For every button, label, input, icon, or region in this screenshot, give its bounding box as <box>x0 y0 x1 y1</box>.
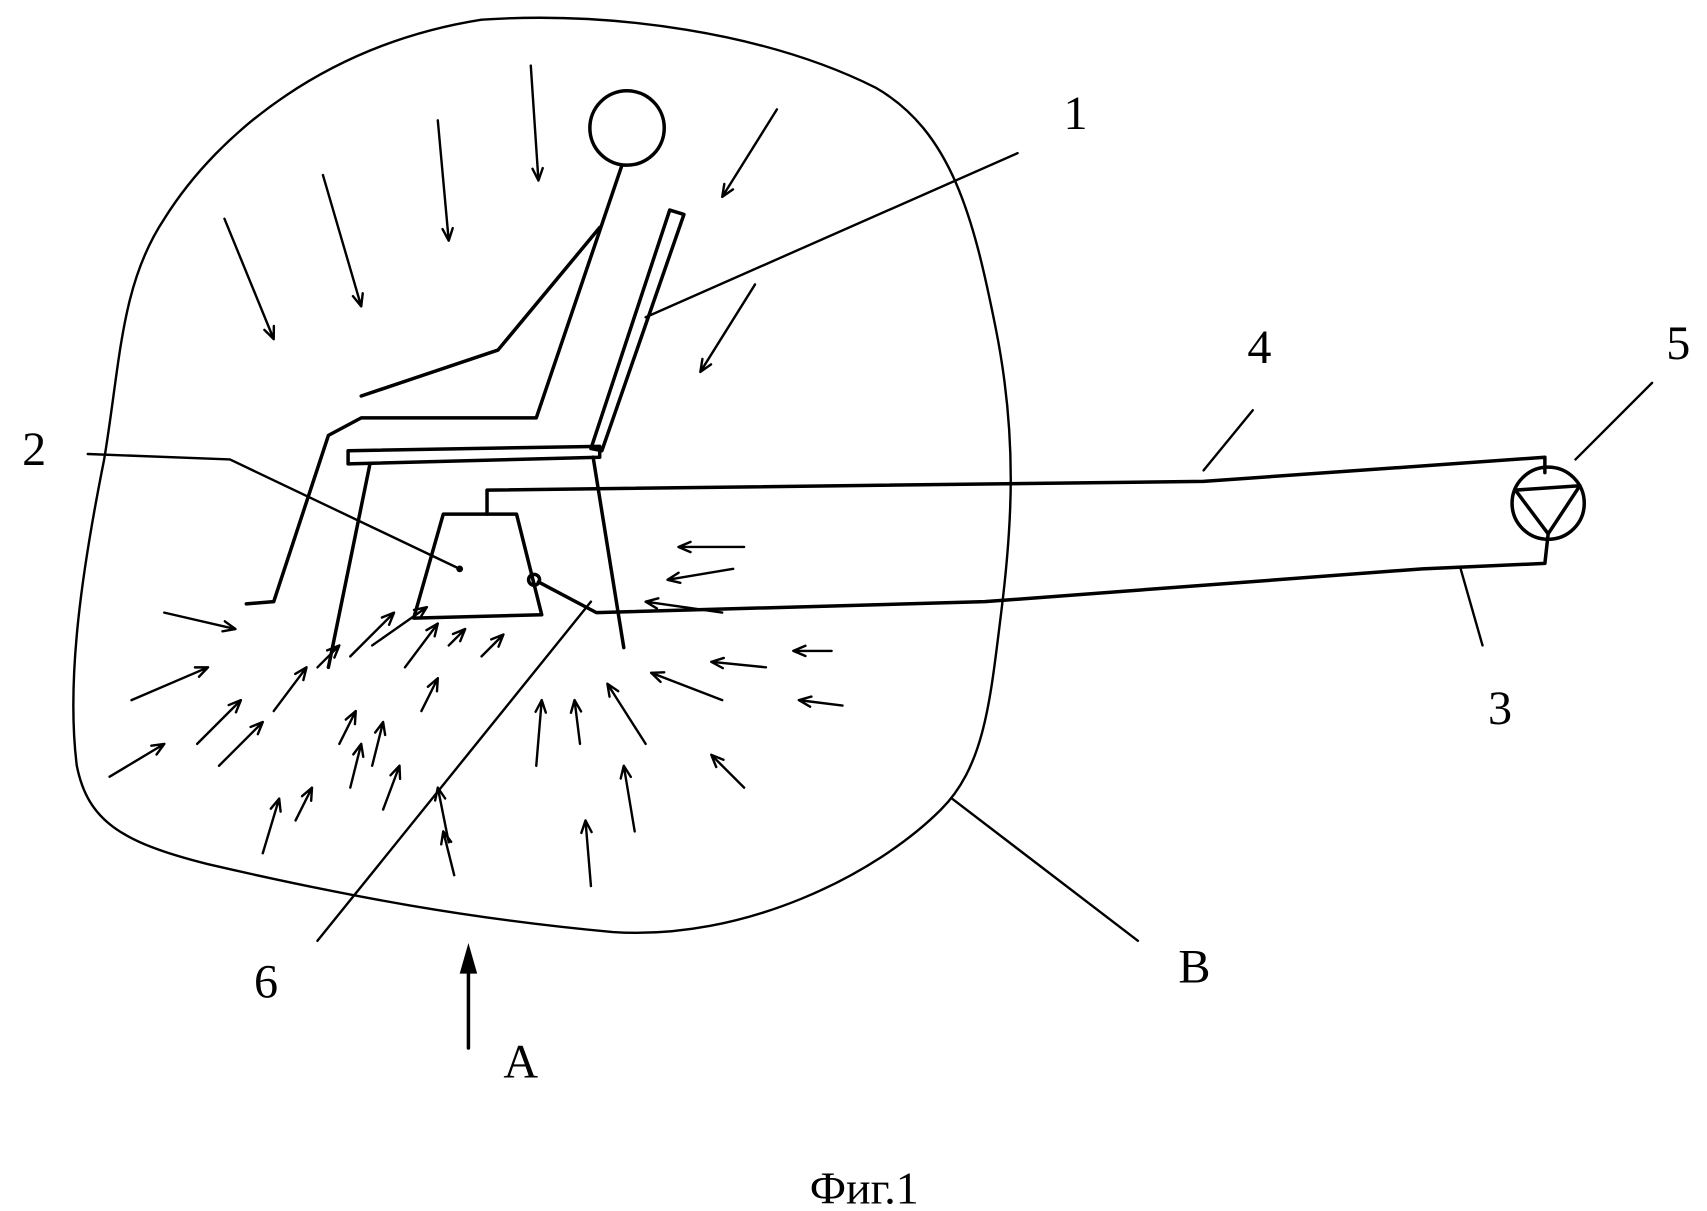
zone-boundary <box>72 16 1012 935</box>
label-2: 2 <box>22 423 46 476</box>
label-4: 4 <box>1247 321 1271 374</box>
chair <box>326 208 686 670</box>
view-arrow-a <box>459 942 478 1050</box>
person-head <box>588 89 666 167</box>
pipe-3 <box>536 532 1550 615</box>
airflow-arrow <box>261 797 282 855</box>
airflow-arrow <box>569 698 583 746</box>
airflow-arrow <box>797 695 844 708</box>
airflow-arrow <box>217 720 264 767</box>
airflow-arrow <box>272 666 308 713</box>
airflow-arrow <box>649 671 724 702</box>
airflow-arrow <box>644 597 724 614</box>
airflow-arrow <box>163 611 237 633</box>
airflow-arrow <box>447 627 467 647</box>
label-b: B <box>1178 940 1210 993</box>
airflow-arrow <box>529 64 544 182</box>
airflow-arrow <box>721 108 779 199</box>
figure-caption: Фиг.1 <box>810 1162 919 1211</box>
airflow-arrow <box>440 830 456 877</box>
airflow-arrow <box>433 786 450 844</box>
airflow-arrow <box>108 742 166 778</box>
airflow-arrow <box>195 698 243 746</box>
chair-seat <box>346 444 602 466</box>
airflow-arrow <box>130 666 210 702</box>
airflow-arrow <box>223 217 276 341</box>
airflow-arrow <box>294 786 314 822</box>
airflow-arrow <box>349 611 396 658</box>
airflow-arrow <box>403 622 440 669</box>
pump-5 <box>1510 465 1587 542</box>
airflow-arrow <box>619 764 636 833</box>
label-1: 1 <box>1064 87 1088 140</box>
label-3: 3 <box>1488 682 1512 735</box>
airflow-arrow <box>370 605 429 647</box>
airflow-arrow <box>792 644 833 658</box>
airflow-arrow <box>381 764 402 811</box>
pipe-4 <box>485 455 1547 516</box>
airflow-arrow <box>606 682 647 746</box>
airflow-arrow <box>534 698 548 767</box>
airflow-arrow <box>436 119 454 242</box>
chair-back-1 <box>589 208 686 453</box>
airflow-arrow <box>316 644 341 669</box>
airflow-arrow <box>480 633 505 658</box>
airflow-arrow <box>349 742 365 789</box>
label-5: 5 <box>1666 317 1690 370</box>
airflow-arrow <box>699 283 757 374</box>
airflow-arrow <box>710 753 746 789</box>
airflow-arrow <box>321 173 364 308</box>
airflow-arrow <box>420 677 440 713</box>
device-box-2 <box>411 512 544 620</box>
airflow-arrow <box>677 540 746 554</box>
airflow-arrow <box>370 720 387 767</box>
label-6: 6 <box>254 956 278 1009</box>
leader-lines <box>86 151 1654 942</box>
airflow-arrow <box>710 656 768 670</box>
airflow-arrow <box>338 709 357 746</box>
airflow-arrows <box>108 64 844 888</box>
label-a: A <box>503 1036 538 1089</box>
airflow-arrow <box>580 819 593 888</box>
airflow-arrow <box>666 567 735 585</box>
person-seated <box>244 89 666 606</box>
